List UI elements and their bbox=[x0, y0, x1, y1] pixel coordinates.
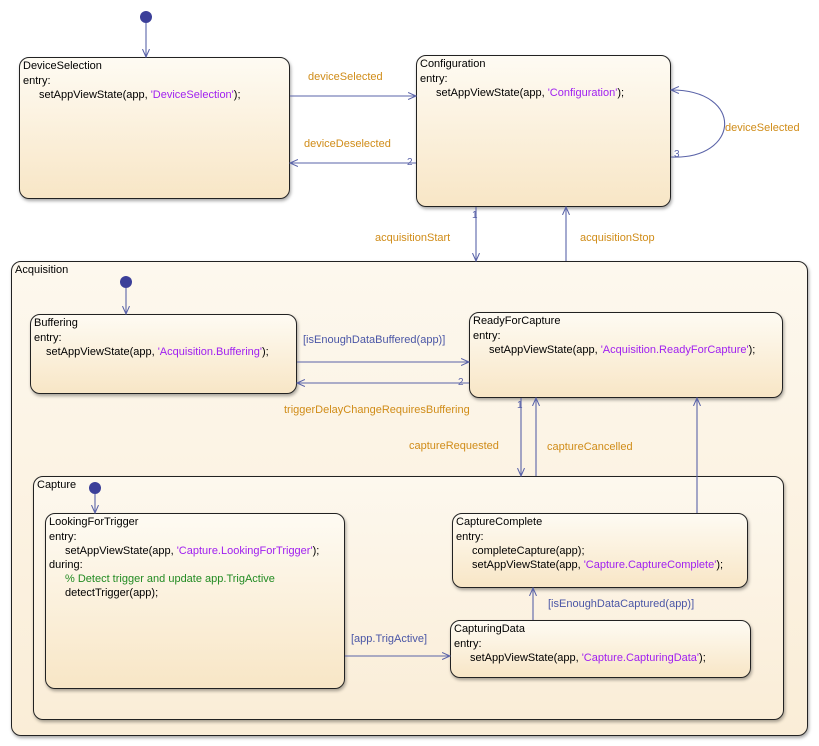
action-call: setAppViewState(app, bbox=[46, 346, 158, 358]
action-close: ); bbox=[716, 559, 724, 571]
state-actions: entry: completeCapture(app); setAppViewS… bbox=[456, 530, 723, 572]
label-device-deselected: deviceDeselected bbox=[304, 138, 391, 150]
state-actions: entry: setAppViewState(app, 'Acquisition… bbox=[473, 329, 755, 357]
label-enough-captured: [isEnoughDataCaptured(app)] bbox=[548, 598, 695, 610]
entry-action-complete: completeCapture(app); bbox=[472, 545, 585, 557]
label-trig-active: [app.TrigActive] bbox=[351, 633, 428, 645]
state-title: Buffering bbox=[34, 317, 78, 329]
label-capture-requested: captureRequested bbox=[409, 440, 499, 452]
action-close: ); bbox=[233, 89, 241, 101]
during-comment: % Detect trigger and update app.TrigActi… bbox=[65, 573, 275, 585]
entry-keyword: entry: bbox=[23, 75, 51, 87]
action-close: ); bbox=[617, 87, 625, 99]
action-close: ); bbox=[748, 344, 756, 356]
state-actions: entry: setAppViewState(app, 'Configurati… bbox=[420, 72, 624, 100]
label-capture-cancelled: captureCancelled bbox=[547, 441, 633, 453]
label-trigger-delay: triggerDelayChangeRequiresBuffering bbox=[284, 404, 470, 416]
default-transition-dot-acquisition bbox=[120, 276, 132, 288]
action-argument: 'Acquisition.ReadyForCapture' bbox=[600, 344, 749, 356]
state-looking-for-trigger[interactable]: LookingForTrigger entry: setAppViewState… bbox=[45, 513, 345, 689]
entry-keyword: entry: bbox=[420, 73, 448, 85]
action-close: ); bbox=[312, 545, 320, 557]
action-argument: 'Capture.CaptureComplete' bbox=[583, 559, 717, 571]
entry-keyword: entry: bbox=[454, 638, 482, 650]
state-actions: entry: setAppViewState(app, 'Capture.Loo… bbox=[49, 530, 319, 600]
priority-capture-req: 1 bbox=[517, 400, 523, 411]
label-acquisition-start: acquisitionStart bbox=[375, 232, 451, 244]
entry-action: setAppViewState(app, 'Capture.CaptureCom… bbox=[456, 558, 723, 572]
action-argument: 'Acquisition.Buffering' bbox=[157, 346, 262, 358]
action-call: setAppViewState(app, bbox=[39, 89, 151, 101]
entry-action: setAppViewState(app, 'Acquisition.Buffer… bbox=[34, 345, 269, 359]
entry-keyword: entry: bbox=[473, 330, 501, 342]
action-close: ); bbox=[261, 346, 269, 358]
label-device-selected: deviceSelected bbox=[308, 71, 383, 83]
entry-action: setAppViewState(app, 'Acquisition.ReadyF… bbox=[473, 343, 755, 357]
action-call: setAppViewState(app, bbox=[489, 344, 601, 356]
state-capturing-data[interactable]: CapturingData entry: setAppViewState(app… bbox=[450, 620, 751, 678]
state-capture-complete[interactable]: CaptureComplete entry: completeCapture(a… bbox=[452, 513, 748, 588]
label-enough-buffered: [isEnoughDataBuffered(app)] bbox=[303, 334, 446, 346]
state-title: LookingForTrigger bbox=[49, 516, 139, 528]
label-device-selected-self: deviceSelected bbox=[725, 122, 800, 134]
entry-action: setAppViewState(app, 'Configuration'); bbox=[420, 86, 624, 100]
action-call: setAppViewState(app, bbox=[436, 87, 548, 99]
entry-action: setAppViewState(app, 'Capture.CapturingD… bbox=[454, 651, 706, 665]
state-actions: entry: setAppViewState(app, 'Acquisition… bbox=[34, 331, 269, 359]
entry-action: setAppViewState(app, 'DeviceSelection'); bbox=[23, 88, 241, 102]
priority-trigger-delay: 2 bbox=[458, 377, 464, 388]
label-acquisition-stop: acquisitionStop bbox=[580, 232, 655, 244]
state-ready-for-capture[interactable]: ReadyForCapture entry: setAppViewState(a… bbox=[469, 312, 783, 398]
entry-action: setAppViewState(app, 'Capture.LookingFor… bbox=[49, 544, 319, 558]
action-argument: 'Configuration' bbox=[547, 87, 618, 99]
action-call: setAppViewState(app, bbox=[65, 545, 177, 557]
action-argument: 'DeviceSelection' bbox=[150, 89, 234, 101]
state-title: Configuration bbox=[420, 58, 486, 70]
state-title: ReadyForCapture bbox=[473, 315, 561, 327]
state-title: DeviceSelection bbox=[23, 60, 102, 72]
default-transition-dot-capture bbox=[89, 482, 101, 494]
state-title: Acquisition bbox=[15, 264, 69, 276]
state-title: CaptureComplete bbox=[456, 516, 543, 528]
priority-deselect: 2 bbox=[407, 157, 413, 168]
priority-acq-start: 1 bbox=[472, 210, 478, 221]
arrow-self-loop bbox=[671, 90, 726, 158]
during-action: detectTrigger(app); bbox=[65, 587, 159, 599]
action-argument: 'Capture.CapturingData' bbox=[581, 652, 700, 664]
state-title: CapturingData bbox=[454, 623, 525, 635]
priority-self-loop: 3 bbox=[674, 149, 680, 160]
default-transition-dot-top bbox=[140, 11, 152, 23]
state-device-selection[interactable]: DeviceSelection entry: setAppViewState(a… bbox=[19, 57, 290, 199]
state-title: Capture bbox=[37, 479, 77, 491]
action-argument: 'Capture.LookingForTrigger' bbox=[176, 545, 313, 557]
state-actions: entry: setAppViewState(app, 'Capture.Cap… bbox=[454, 637, 706, 665]
entry-keyword: entry: bbox=[49, 531, 77, 543]
state-configuration[interactable]: Configuration entry: setAppViewState(app… bbox=[416, 55, 671, 207]
state-actions: entry: setAppViewState(app, 'DeviceSelec… bbox=[23, 74, 241, 102]
action-call: setAppViewState(app, bbox=[472, 559, 584, 571]
action-close: ); bbox=[699, 652, 706, 664]
during-keyword: during: bbox=[49, 559, 83, 571]
entry-keyword: entry: bbox=[456, 531, 484, 543]
action-call: setAppViewState(app, bbox=[470, 652, 582, 664]
state-buffering[interactable]: Buffering entry: setAppViewState(app, 'A… bbox=[30, 314, 297, 394]
entry-keyword: entry: bbox=[34, 332, 62, 344]
